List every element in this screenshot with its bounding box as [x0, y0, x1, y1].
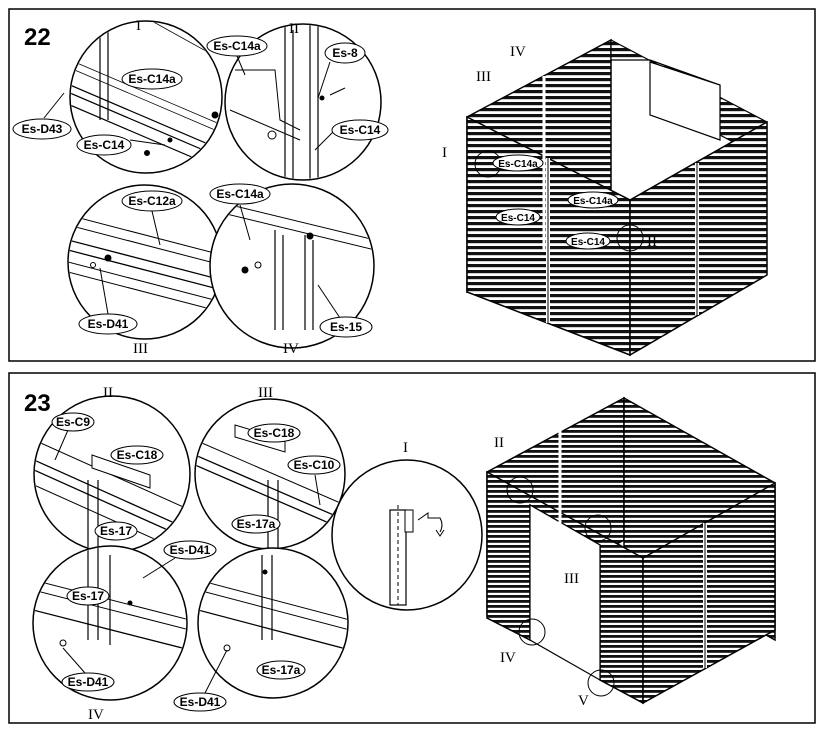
svg-text:Es-C14a: Es-C14a: [213, 39, 261, 53]
callout-es-c14a-detail-II: Es-C14a: [206, 35, 268, 76]
callout23-es-d41-detail-V-bottom: Es-D41: [173, 649, 228, 712]
overview22-callout-es-c14a-2: Es-C14a: [567, 191, 619, 209]
svg-text:Es-C14a: Es-C14a: [128, 72, 176, 86]
step-22-panel: [8, 8, 816, 362]
overview23-roman-II: II: [494, 435, 504, 451]
shed-overview-22: [466, 38, 768, 357]
callout-es-d41-detail-III: Es-D41: [78, 267, 138, 335]
detail-II-label: II: [289, 21, 299, 37]
svg-text:Es-D41: Es-D41: [180, 695, 221, 709]
step-23-number: 23: [24, 390, 51, 417]
overview22-callout-es-c14-2: Es-C14: [565, 232, 611, 250]
detail23-I-label: I: [403, 440, 408, 456]
callout23-es-17-detail-IV: Es-17: [66, 586, 110, 606]
step-22-number: 22: [24, 24, 51, 51]
detail23-II-label: II: [103, 385, 113, 401]
svg-text:Es-D41: Es-D41: [170, 543, 211, 557]
overview23-roman-IV: IV: [500, 650, 516, 666]
svg-text:Es-C14a: Es-C14a: [573, 196, 613, 207]
callout23-es-d41-detail-IV-top: Es-D41: [142, 540, 217, 579]
overview23-roman-V: V: [578, 693, 589, 709]
detail-III-label: III: [133, 341, 148, 357]
detail-IV-label: IV: [283, 341, 299, 357]
detail-I-label: I: [136, 18, 141, 34]
svg-text:Es-C12a: Es-C12a: [128, 194, 176, 208]
callout23-es-c9: Es-C9: [51, 412, 95, 461]
svg-text:Es-C9: Es-C9: [56, 415, 90, 429]
callout23-es-c18-detail-II: Es-C18: [110, 445, 164, 465]
svg-text:Es-17a: Es-17a: [262, 663, 301, 677]
callout23-es-d41-detail-IV-bottom: Es-D41: [61, 647, 115, 692]
svg-text:Es-8: Es-8: [332, 46, 358, 60]
detail23-IV-circle: [32, 545, 188, 701]
overview22-callout-es-c14a-1: Es-C14a: [492, 154, 544, 172]
svg-text:Es-C14: Es-C14: [571, 237, 605, 248]
svg-text:Es-C14a: Es-C14a: [216, 187, 264, 201]
callout23-es-c18-detail-III: Es-C18: [247, 423, 301, 443]
callout-es-c14-detail-II: Es-C14: [314, 119, 389, 151]
callout-es-d43: Es-D43: [12, 92, 72, 140]
svg-text:Es-D41: Es-D41: [68, 675, 109, 689]
svg-text:Es-C18: Es-C18: [117, 448, 158, 462]
svg-text:Es-C14: Es-C14: [84, 138, 125, 152]
detail23-III-label: III: [258, 385, 273, 401]
callout-es-8: Es-8: [317, 42, 366, 99]
svg-text:Es-C14a: Es-C14a: [498, 159, 538, 170]
detail23-IV-label: IV: [88, 707, 104, 723]
overview23-roman-III: III: [564, 571, 579, 587]
svg-text:Es-D43: Es-D43: [22, 122, 63, 136]
callout-es-c12a: Es-C12a: [121, 190, 183, 246]
callout-es-15: Es-15: [317, 284, 373, 338]
overview22-callout-es-c14-1: Es-C14: [495, 208, 541, 226]
svg-text:Es-C14: Es-C14: [340, 123, 381, 137]
overview22-roman-I: I: [442, 145, 447, 161]
svg-text:Es-17: Es-17: [100, 524, 132, 538]
svg-text:Es-17a: Es-17a: [237, 517, 276, 531]
detail23-V-circle: [197, 547, 349, 699]
callout-es-c14a-detail-IV: Es-C14a: [209, 183, 271, 241]
callout-es-c14a-detail-I: Es-C14a: [121, 68, 183, 90]
callout23-es-17a-detail-III: Es-17a: [231, 514, 281, 534]
svg-text:Es-D41: Es-D41: [88, 317, 129, 331]
svg-text:Es-C14: Es-C14: [501, 213, 535, 224]
overview22-roman-II: II: [647, 234, 657, 250]
svg-text:Es-C18: Es-C18: [254, 426, 295, 440]
step-23-panel: [8, 372, 816, 724]
svg-text:Es-C10: Es-C10: [294, 458, 335, 472]
shed-overview-23: [486, 396, 776, 705]
overview22-roman-III: III: [476, 69, 491, 85]
overview22-roman-IV: IV: [510, 44, 526, 60]
callout23-es-17a-detail-V: Es-17a: [256, 660, 306, 680]
detail23-I-circle: [331, 459, 483, 611]
callout23-es-c10: Es-C10: [287, 455, 341, 506]
callout-es-c14-detail-I: Es-C14: [76, 134, 166, 156]
svg-text:Es-15: Es-15: [330, 320, 362, 334]
svg-text:Es-17: Es-17: [72, 589, 104, 603]
callout23-es-17-detail-II: Es-17: [94, 521, 138, 541]
